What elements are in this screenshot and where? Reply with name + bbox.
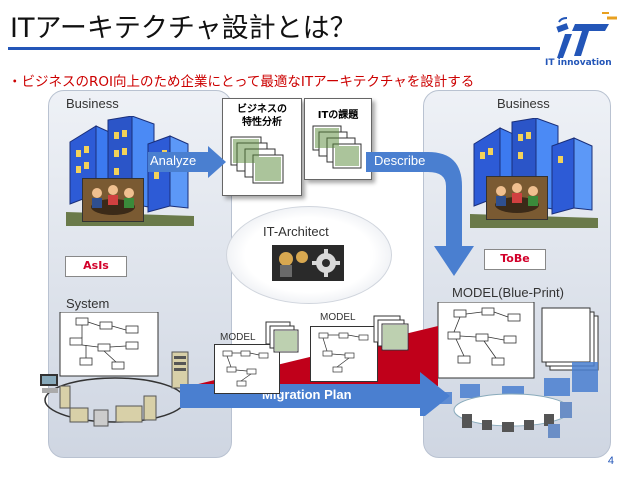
gears-icon xyxy=(272,245,344,281)
page-number: 4 xyxy=(607,455,614,467)
document-stack-icon xyxy=(264,320,300,354)
document-stack-icon xyxy=(372,314,412,354)
page-title: ITアーキテクチャ設計とは？ xyxy=(10,13,357,44)
asis-tag: AsIs xyxy=(65,256,127,277)
model-diagram-right xyxy=(310,326,378,382)
describe-label: Describe xyxy=(374,153,426,168)
model-diagram-left xyxy=(214,344,280,394)
it-issues-doc: ITの課題 xyxy=(304,98,372,180)
model-label-right: MODEL xyxy=(320,312,356,323)
network-computers-icon xyxy=(40,311,190,432)
subtitle: ・ビジネスのROI向上のため企業にとって最適なITアーキテクチャを設計する xyxy=(8,74,475,90)
analyze-label: Analyze xyxy=(150,153,197,168)
logo-mark-icon xyxy=(556,12,617,58)
meeting-people-icon xyxy=(82,178,144,222)
describe-arrow: Describe xyxy=(366,146,476,278)
business-analysis-doc: ビジネスの 特性分析 xyxy=(222,98,302,196)
analyze-arrow: Analyze xyxy=(148,146,226,178)
it-issues-doc-title: ITの課題 xyxy=(317,110,359,121)
meeting-people-icon xyxy=(486,176,548,220)
logo-text: IT innovation xyxy=(545,58,612,68)
document-stack-icon xyxy=(312,125,362,169)
company-logo: IT innovation xyxy=(545,8,630,70)
migration-plan-label: Migration Plan xyxy=(262,387,352,402)
blueprint-model-diagram xyxy=(432,301,608,442)
blueprint-model-label: MODEL(Blue-Print) xyxy=(452,285,564,300)
asis-business-label: Business xyxy=(66,96,119,111)
it-architect-label: IT-Architect xyxy=(263,224,329,239)
business-analysis-doc-title: ビジネスの 特性分析 xyxy=(237,104,287,128)
document-stack-icon xyxy=(230,136,284,184)
model-label-left: MODEL xyxy=(220,332,256,343)
system-label: System xyxy=(66,296,110,311)
tobe-business-label: Business xyxy=(497,96,550,111)
tobe-tag: ToBe xyxy=(484,249,546,270)
title-underline xyxy=(8,47,540,50)
